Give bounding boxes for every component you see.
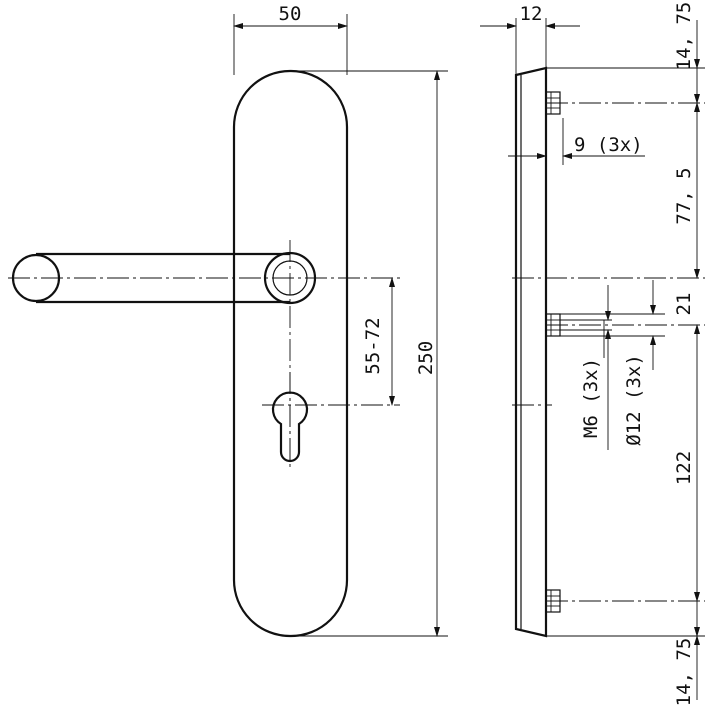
side-view: 12 9 (3x) 14, 75 77, 5 122 14, 75 bbox=[480, 2, 705, 707]
dimension-depth: 12 bbox=[480, 3, 580, 75]
front-view: 50 250 55-72 bbox=[8, 3, 448, 638]
screw-depth-label: 9 (3x) bbox=[574, 134, 643, 156]
screw-span-label: 122 bbox=[673, 451, 695, 485]
boss-height-label: 21 bbox=[673, 293, 695, 316]
dimension-length: 250 bbox=[295, 70, 448, 637]
keyhole bbox=[262, 372, 400, 470]
dimension-distance: 55-72 bbox=[362, 277, 395, 406]
distance-label: 55-72 bbox=[362, 317, 384, 374]
top-margin-label: 14, 75 bbox=[673, 2, 695, 71]
depth-label: 12 bbox=[520, 3, 543, 25]
lever-handle bbox=[8, 251, 400, 305]
dimension-screw-depth: 9 (3x) bbox=[508, 118, 645, 165]
bottom-margin-label: 14, 75 bbox=[673, 638, 695, 707]
bore-label: Ø12 (3x) bbox=[623, 354, 645, 446]
dimension-boss-height: 21 bbox=[560, 280, 695, 370]
thread-label: M6 (3x) bbox=[580, 358, 602, 438]
dimension-chain-right: 14, 75 77, 5 122 14, 75 bbox=[546, 2, 705, 707]
dimension-thread-bore: M6 (3x) Ø12 (3x) bbox=[560, 285, 645, 450]
width-label: 50 bbox=[279, 3, 302, 25]
screw-gap-label: 77, 5 bbox=[673, 167, 695, 224]
length-label: 250 bbox=[415, 341, 437, 375]
dimension-width: 50 bbox=[233, 3, 348, 75]
escutcheon-plate bbox=[232, 69, 349, 638]
